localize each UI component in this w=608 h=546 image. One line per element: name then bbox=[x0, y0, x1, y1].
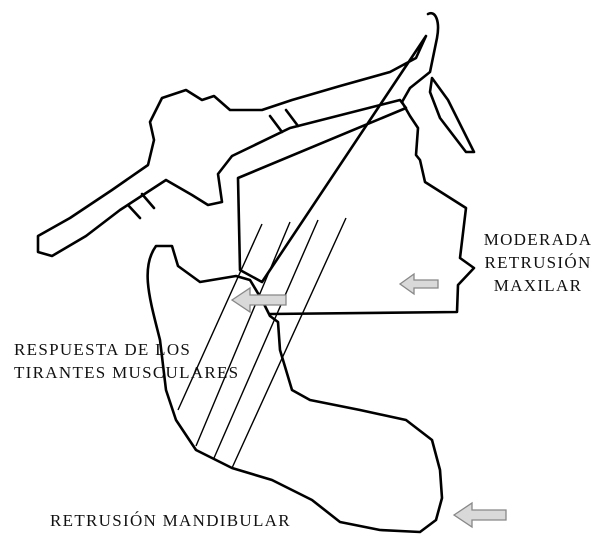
label-maxilar-line1: MODERADA bbox=[470, 228, 606, 251]
label-maxilar-line2: RETRUSIÓN bbox=[470, 251, 606, 274]
mandible-outline bbox=[148, 246, 442, 532]
label-maxilar: MODERADA RETRUSIÓN MAXILAR bbox=[470, 228, 606, 297]
arrow-mandibular bbox=[454, 503, 506, 527]
label-muscular: RESPUESTA DE LOS TIRANTES MUSCULARES bbox=[14, 338, 239, 384]
arrow-maxilar bbox=[400, 274, 438, 294]
label-maxilar-line3: MAXILAR bbox=[470, 274, 606, 297]
suture-mark-upper bbox=[270, 110, 298, 132]
label-mandibular: RETRUSIÓN MANDIBULAR bbox=[50, 509, 291, 532]
label-muscular-line2: TIRANTES MUSCULARES bbox=[14, 361, 239, 384]
muscle-line-4 bbox=[232, 218, 346, 468]
cranial-base-outline bbox=[38, 13, 474, 314]
label-muscular-line1: RESPUESTA DE LOS bbox=[14, 338, 239, 361]
arrow-muscular bbox=[232, 288, 286, 312]
pterygoid-plate bbox=[430, 78, 474, 152]
muscle-line-2 bbox=[196, 222, 290, 446]
